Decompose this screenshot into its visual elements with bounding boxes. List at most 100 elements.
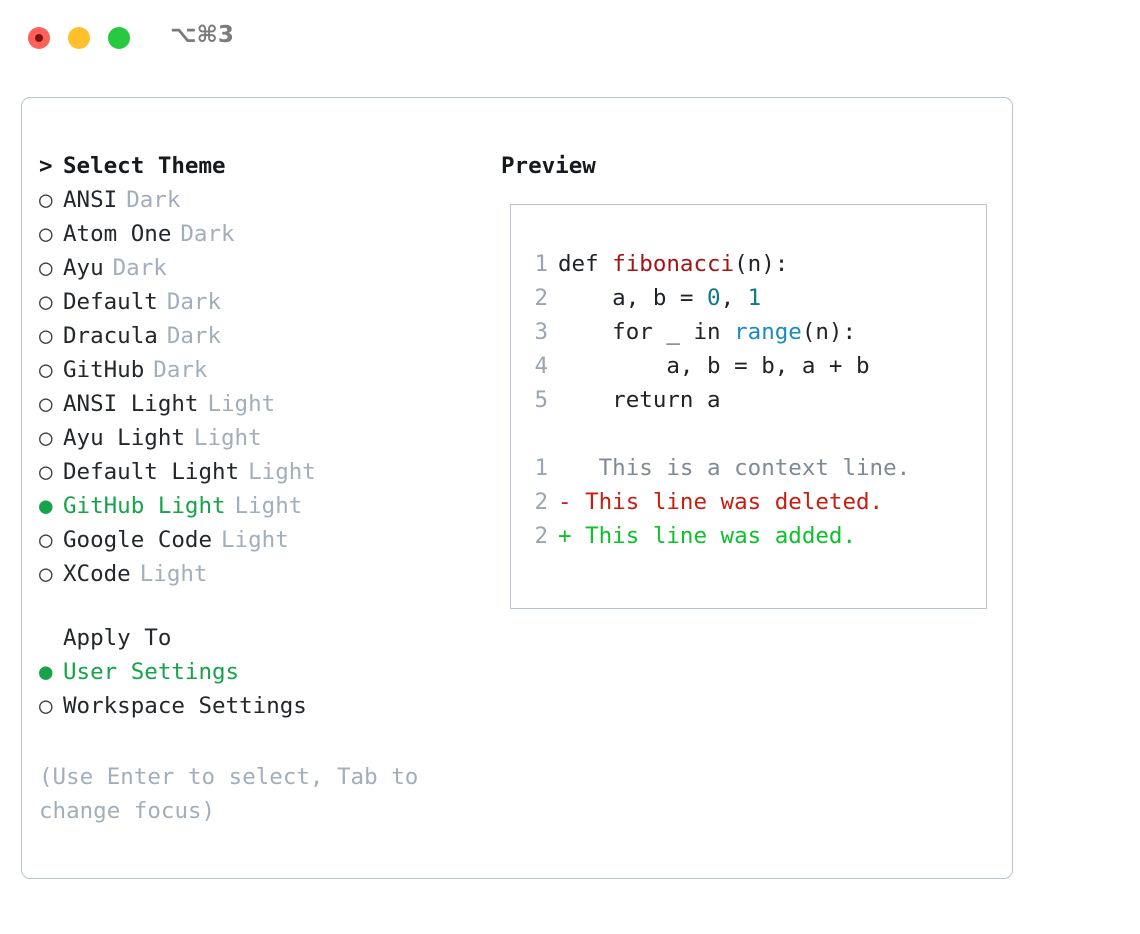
theme-variant-tag: Light: [207, 391, 276, 417]
radio-unselected-icon[interactable]: ○: [39, 323, 53, 349]
code-token: 0: [707, 285, 721, 311]
theme-list-item[interactable]: ○ Default Light Light: [39, 455, 489, 489]
spacer: [39, 591, 489, 621]
diff-text: This line was deleted.: [571, 489, 884, 515]
line-number: 2: [534, 523, 548, 549]
code-token: a, b = b, a + b: [558, 353, 870, 379]
theme-name: GitHub Light: [63, 493, 226, 519]
theme-variant-tag: Light: [221, 527, 289, 553]
maximize-window-icon[interactable]: [108, 27, 130, 49]
theme-variant-tag: Light: [248, 459, 316, 485]
radio-unselected-icon[interactable]: ○: [39, 187, 53, 213]
apply-to-header: Apply To: [39, 621, 489, 655]
keyboard-shortcut-label: ⌥⌘3: [170, 22, 234, 48]
code-line: 5 return a: [526, 383, 980, 417]
theme-name: Ayu: [63, 255, 104, 281]
radio-unselected-icon[interactable]: ○: [39, 459, 53, 485]
close-window-icon[interactable]: [28, 27, 50, 49]
line-number: 2: [534, 285, 548, 311]
apply-to-item-label: User Settings: [63, 659, 240, 685]
radio-unselected-icon[interactable]: ○: [39, 255, 53, 281]
radio-unselected-icon[interactable]: ○: [39, 527, 53, 553]
prompt-caret-icon: >: [39, 153, 53, 179]
apply-to-item[interactable]: ○ Workspace Settings: [39, 689, 489, 723]
radio-unselected-icon[interactable]: ○: [39, 693, 53, 719]
code-token: (n):: [734, 251, 789, 277]
hint-text: (Use Enter to select, Tab to change focu…: [39, 764, 419, 824]
line-number: 1: [534, 251, 548, 277]
theme-variant-tag: Dark: [153, 357, 208, 383]
theme-name: ANSI Light: [63, 391, 199, 417]
radio-unselected-icon[interactable]: ○: [39, 221, 53, 247]
apply-to-list: ● User Settings ○ Workspace Settings: [39, 655, 489, 723]
theme-name: Default: [63, 289, 158, 315]
title-bar: ⌥⌘3: [0, 0, 1140, 76]
minimize-window-icon[interactable]: [68, 27, 90, 49]
diff-line: 1 This is a context line.: [526, 451, 980, 485]
line-number: 5: [534, 387, 548, 413]
theme-variant-tag: Light: [234, 493, 303, 519]
diff-sign: -: [558, 489, 572, 515]
radio-unselected-icon[interactable]: ○: [39, 561, 53, 587]
code-token: def: [558, 251, 613, 277]
theme-list-item[interactable]: ○ Ayu Dark: [39, 251, 489, 285]
apply-to-label: Apply To: [63, 625, 172, 651]
theme-list-item[interactable]: ○ Ayu Light Light: [39, 421, 489, 455]
radio-selected-icon[interactable]: ●: [39, 493, 53, 519]
diff-text: This line was added.: [571, 523, 857, 549]
code-line: 3 for _ in range(n):: [526, 315, 980, 349]
theme-variant-tag: Dark: [112, 255, 167, 281]
theme-name: Default Light: [63, 459, 240, 485]
code-line: 2 a, b = 0, 1: [526, 281, 980, 315]
code-token: ,: [720, 285, 748, 311]
diff-line: 2- This line was deleted.: [526, 485, 980, 519]
code-token: return a: [558, 387, 721, 413]
code-token: fibonacci: [612, 251, 735, 277]
theme-list-item[interactable]: ○ Dracula Dark: [39, 319, 489, 353]
diff-gap: [526, 417, 980, 451]
radio-unselected-icon[interactable]: ○: [39, 425, 53, 451]
line-number: 4: [534, 353, 548, 379]
theme-name: Atom One: [63, 221, 172, 247]
apply-to-item[interactable]: ● User Settings: [39, 655, 489, 689]
select-theme-title: Select Theme: [63, 153, 226, 179]
preview-title: Preview: [501, 153, 596, 179]
theme-variant-tag: Light: [193, 425, 262, 451]
line-number: 1: [534, 455, 548, 481]
theme-variant-tag: Dark: [166, 323, 222, 349]
theme-list-item[interactable]: ● GitHub Light Light: [39, 489, 489, 523]
radio-unselected-icon[interactable]: ○: [39, 289, 53, 315]
theme-list-item[interactable]: ○ ANSI Light Light: [39, 387, 489, 421]
radio-unselected-icon[interactable]: ○: [39, 391, 53, 417]
theme-list-item[interactable]: ○ Default Dark: [39, 285, 489, 319]
select-theme-header: > Select Theme: [39, 149, 489, 183]
theme-variant-tag: Dark: [126, 187, 181, 213]
theme-list-item[interactable]: ○ Google Code Light: [39, 523, 489, 557]
theme-variant-tag: Dark: [166, 289, 222, 315]
code-token: (n):: [801, 319, 857, 345]
theme-name: Dracula: [63, 323, 158, 349]
theme-name: Ayu Light: [63, 425, 185, 451]
apply-to-item-label: Workspace Settings: [63, 693, 307, 719]
radio-unselected-icon[interactable]: ○: [39, 357, 53, 383]
line-number: 3: [534, 319, 548, 345]
code-token: a, b =: [558, 285, 708, 311]
diff-text: This is a context line.: [571, 455, 911, 481]
theme-name: XCode: [63, 561, 131, 587]
code-token: 1: [747, 285, 762, 311]
radio-selected-icon[interactable]: ●: [39, 659, 53, 685]
diff-sign: +: [558, 523, 572, 549]
code-line: 1 def fibonacci(n):: [526, 247, 980, 281]
theme-name: Google Code: [63, 527, 213, 553]
